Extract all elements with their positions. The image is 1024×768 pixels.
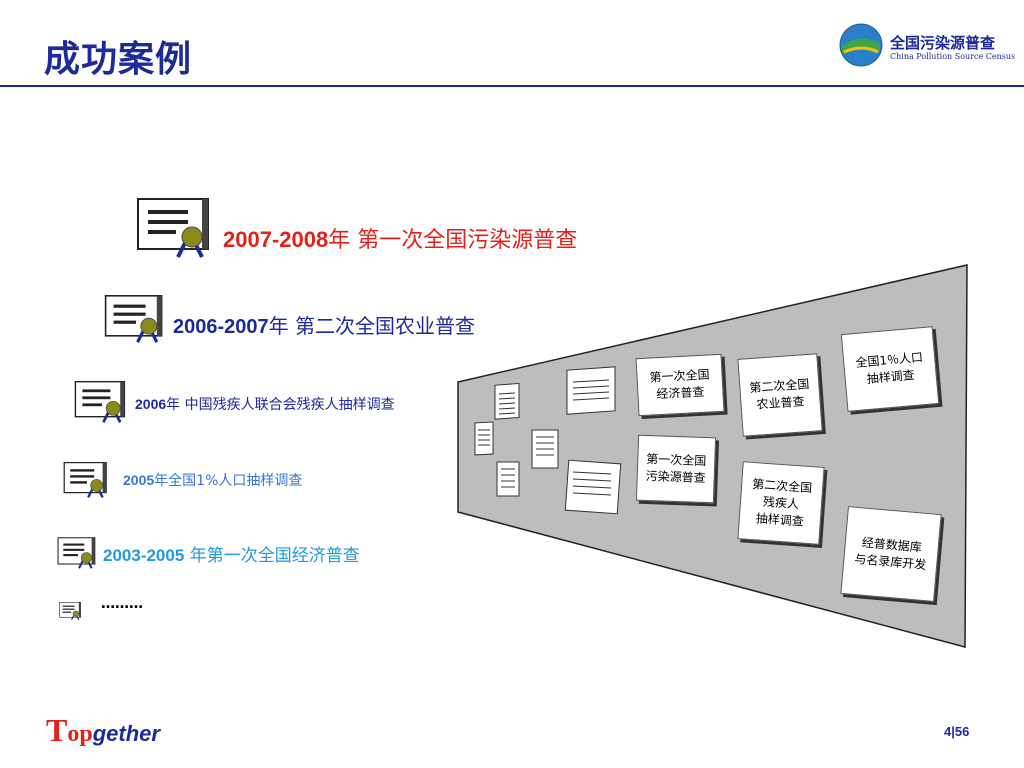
case-2006: 2006年 中国残疾人联合会残疾人抽样调查 — [135, 396, 395, 413]
card-pollution-census: 第一次全国 污染源普查 — [635, 434, 717, 504]
more-ellipsis: ……… — [101, 596, 143, 612]
card-agri-census: 第二次全国 农业普查 — [737, 353, 823, 437]
census-logo: 全国污染源普查 China Pollution Source Census — [838, 18, 1018, 70]
page-title: 成功案例 — [44, 39, 193, 80]
certificate-icon — [57, 537, 96, 569]
case-2006-2007: 2006-2007年 第二次全国农业普查 — [173, 314, 476, 338]
card-population-survey: 全国1％人口 抽样调查 — [840, 326, 940, 412]
globe-icon — [839, 23, 883, 67]
certificate-icon — [63, 461, 107, 498]
logo-en-text: China Pollution Source Census — [890, 52, 1016, 61]
certificate-icon — [104, 295, 163, 343]
page-number: 4|56 — [944, 724, 970, 739]
certificate-icon — [59, 602, 81, 620]
title-divider — [0, 85, 1024, 87]
case-2007-2008: 2007-2008年 第一次全国污染源普查 — [223, 227, 578, 253]
case-2005: 2005年全国1%人口抽样调查 — [123, 472, 303, 489]
card-database-dev: 经普数据库 与名录库开发 — [840, 506, 942, 602]
card-disabled-survey: 第二次全国 残疾人 抽样调查 — [737, 461, 825, 545]
case-2003-2005: 2003-2005 年第一次全国经济普查 — [103, 546, 360, 566]
logo-cn-text: 全国污染源普查 — [890, 34, 996, 52]
certificate-icon — [137, 198, 209, 258]
certificate-icon — [74, 381, 126, 423]
card-economy-census: 第一次全国 经济普查 — [635, 353, 725, 417]
topgether-logo: Topgether — [46, 712, 160, 748]
